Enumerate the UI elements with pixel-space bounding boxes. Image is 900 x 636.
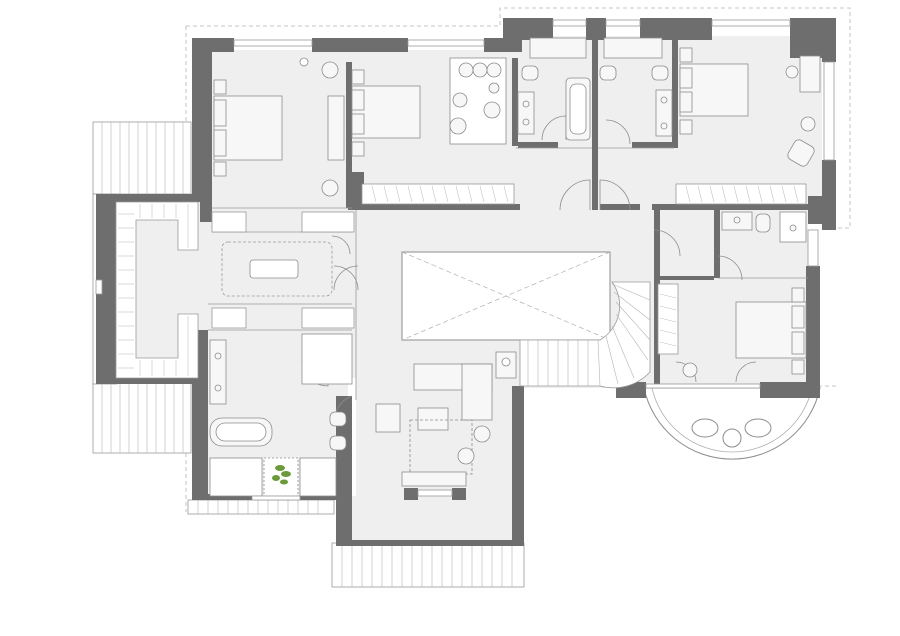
bedroom-northwest-furniture bbox=[213, 57, 345, 197]
shower-icon bbox=[301, 333, 353, 385]
sink-icon bbox=[733, 216, 741, 224]
cabinet-icon bbox=[299, 457, 337, 497]
sofa-icon bbox=[461, 363, 493, 421]
cabinet-icon bbox=[209, 457, 263, 497]
toilet-icon bbox=[599, 65, 617, 81]
side-table-icon bbox=[473, 425, 491, 443]
bench-icon bbox=[249, 259, 299, 279]
spiral-stair bbox=[519, 281, 651, 389]
armchair-icon bbox=[787, 139, 815, 167]
nightstand-icon bbox=[351, 69, 365, 85]
side-table-icon bbox=[457, 447, 475, 465]
bathroom-north-fixtures bbox=[517, 37, 673, 141]
shower-icon bbox=[529, 37, 587, 59]
bench-icon bbox=[401, 471, 467, 487]
nightstand-icon bbox=[679, 119, 693, 135]
chair-icon bbox=[321, 61, 339, 79]
desk-icon bbox=[799, 55, 821, 93]
pillow-icon bbox=[679, 91, 693, 113]
bathroom-east-fixtures bbox=[721, 211, 807, 243]
desk-icon bbox=[327, 95, 345, 161]
sink-icon bbox=[214, 384, 222, 392]
chair-icon bbox=[744, 418, 772, 438]
coffee-table-icon bbox=[417, 407, 449, 431]
toilet-icon bbox=[521, 65, 539, 81]
terrace-south bbox=[187, 499, 525, 588]
wardrobes bbox=[211, 183, 807, 355]
nightstand-icon bbox=[351, 141, 365, 157]
sink-counter-icon bbox=[655, 89, 673, 137]
windows bbox=[95, 19, 835, 501]
dressing-room-west bbox=[115, 201, 299, 379]
armchair-icon bbox=[800, 116, 816, 132]
sink-icon bbox=[214, 352, 222, 360]
pillow-icon bbox=[213, 129, 227, 157]
bedroom-north-center-furniture bbox=[351, 57, 507, 157]
toilet-icon bbox=[755, 213, 771, 233]
interior-lines bbox=[208, 147, 808, 400]
sink-icon bbox=[522, 100, 530, 108]
chair-icon bbox=[321, 179, 339, 197]
pillow-icon bbox=[791, 331, 805, 355]
sink-counter-icon bbox=[209, 339, 227, 405]
sink-icon bbox=[660, 122, 668, 130]
chair-icon bbox=[691, 418, 719, 438]
sink-icon bbox=[660, 96, 668, 104]
bedroom-northeast-furniture bbox=[679, 47, 821, 167]
room-hall-east bbox=[654, 210, 718, 280]
pillow-icon bbox=[679, 67, 693, 89]
living-area-furniture bbox=[375, 351, 517, 487]
round-terrace bbox=[643, 387, 821, 460]
room-balcony-south bbox=[350, 496, 512, 542]
pillow-icon bbox=[351, 113, 365, 135]
pillow-icon bbox=[213, 99, 227, 127]
nightstand-icon bbox=[791, 287, 805, 303]
bedroom-southeast-furniture bbox=[682, 287, 807, 378]
armchair-icon bbox=[375, 403, 401, 433]
toilet-icon bbox=[651, 65, 669, 81]
shower-icon bbox=[603, 37, 663, 59]
nightstand-icon bbox=[213, 79, 227, 95]
chair-icon bbox=[682, 362, 698, 378]
round-table-icon bbox=[722, 428, 742, 448]
bidet-icon bbox=[329, 435, 347, 451]
toilet-icon bbox=[329, 411, 347, 427]
master-bathroom-fixtures bbox=[209, 333, 353, 497]
nightstand-icon bbox=[679, 47, 693, 63]
stair-hall bbox=[401, 251, 651, 389]
plant-icon bbox=[272, 465, 291, 485]
sink-counter-icon bbox=[517, 91, 535, 135]
sink-icon bbox=[522, 118, 530, 126]
nightstand-icon bbox=[791, 359, 805, 375]
chair-icon bbox=[785, 65, 799, 79]
nightstand-icon bbox=[213, 161, 227, 177]
pillow-icon bbox=[791, 305, 805, 329]
pillow-icon bbox=[351, 89, 365, 111]
